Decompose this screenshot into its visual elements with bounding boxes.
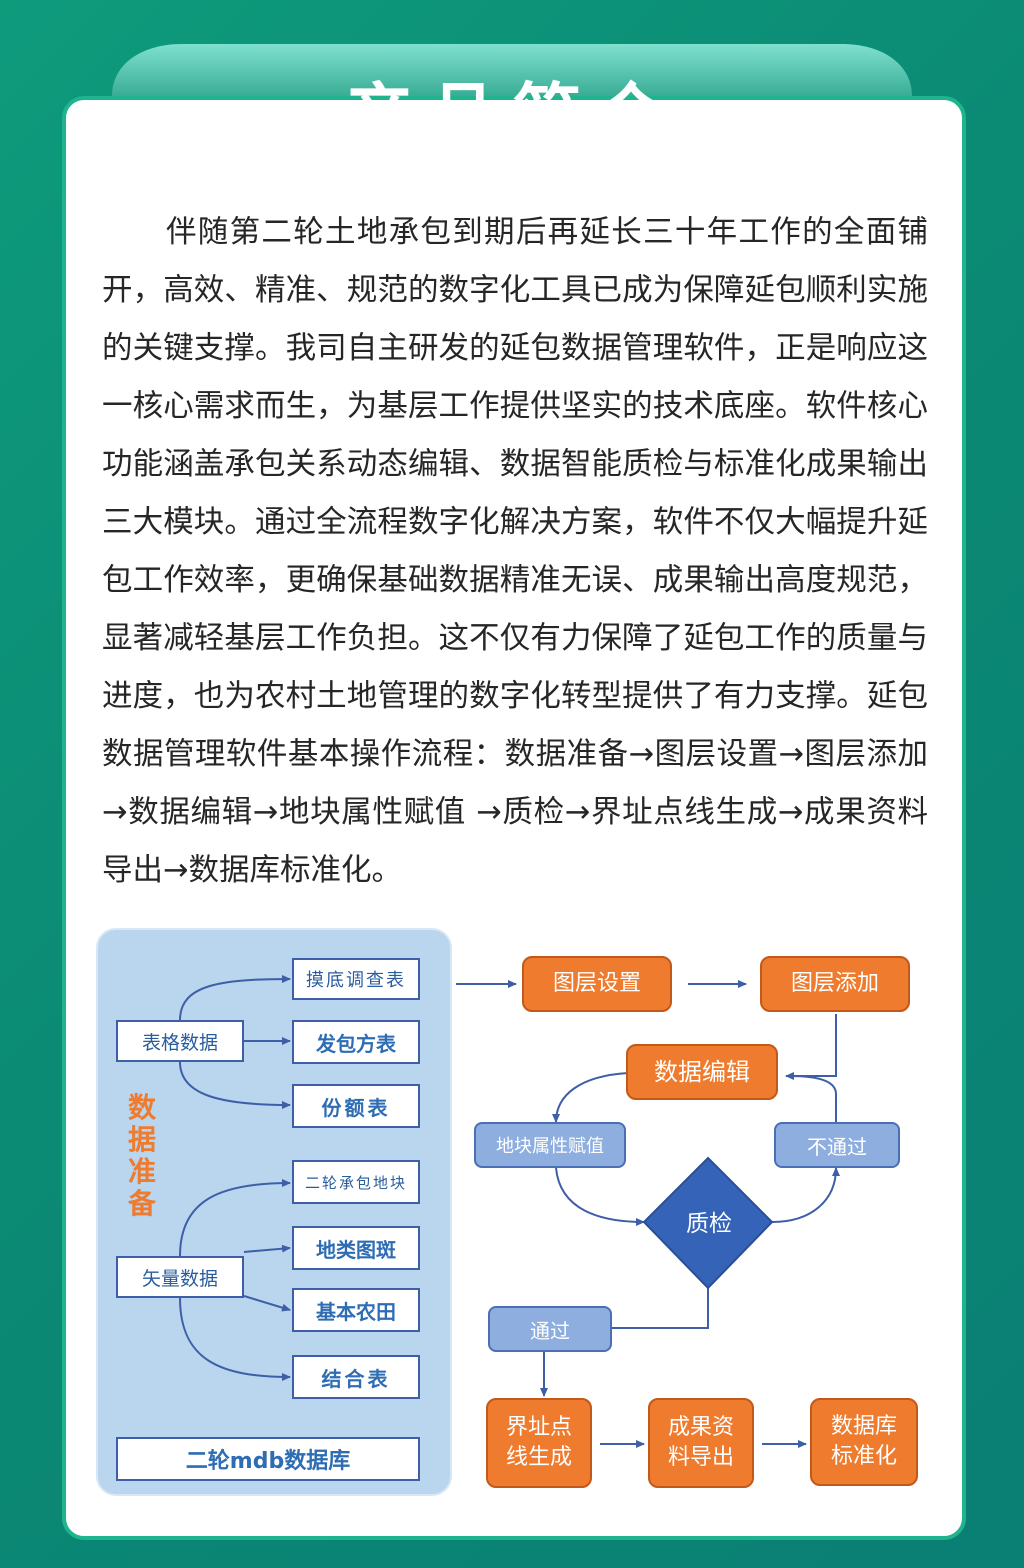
data-edit-box: 数据编辑 <box>626 1044 778 1100</box>
boundary-box: 界址点线生成 <box>486 1398 592 1488</box>
fail-box: 不通过 <box>774 1122 900 1168</box>
mdb-database-box: 二轮mdb数据库 <box>116 1437 420 1481</box>
vector-data-box: 矢量数据 <box>116 1256 244 1298</box>
contractor-table-box: 发包方表 <box>292 1020 420 1064</box>
layer-add-box: 图层添加 <box>760 956 910 1012</box>
data-prep-label: 数据准备 <box>127 1091 156 1220</box>
qc-label: 质检 <box>686 1211 732 1237</box>
page-title: 产品简介 <box>344 75 680 157</box>
farmland-box: 基本农田 <box>292 1288 420 1332</box>
pass-box: 通过 <box>488 1306 612 1352</box>
qc-diamond <box>642 1156 774 1290</box>
table-data-box: 表格数据 <box>116 1020 244 1062</box>
intro-paragraph: 伴随第二轮土地承包到期后再延长三十年工作的全面铺开，高效、精准、规范的数字化工具… <box>102 215 928 888</box>
layer-setup-box: 图层设置 <box>522 956 672 1012</box>
parcel-attr-box: 地块属性赋值 <box>474 1122 626 1168</box>
survey-table-box: 摸底调查表 <box>292 958 420 1000</box>
land-class-box: 地类图斑 <box>292 1226 420 1270</box>
contract-parcel-box: 二轮承包地块 <box>292 1160 420 1204</box>
export-box: 成果资料导出 <box>648 1398 754 1488</box>
join-table-box: 结合表 <box>292 1355 420 1399</box>
standardize-box: 数据库标准化 <box>810 1398 918 1486</box>
share-table-box: 份额表 <box>292 1084 420 1128</box>
